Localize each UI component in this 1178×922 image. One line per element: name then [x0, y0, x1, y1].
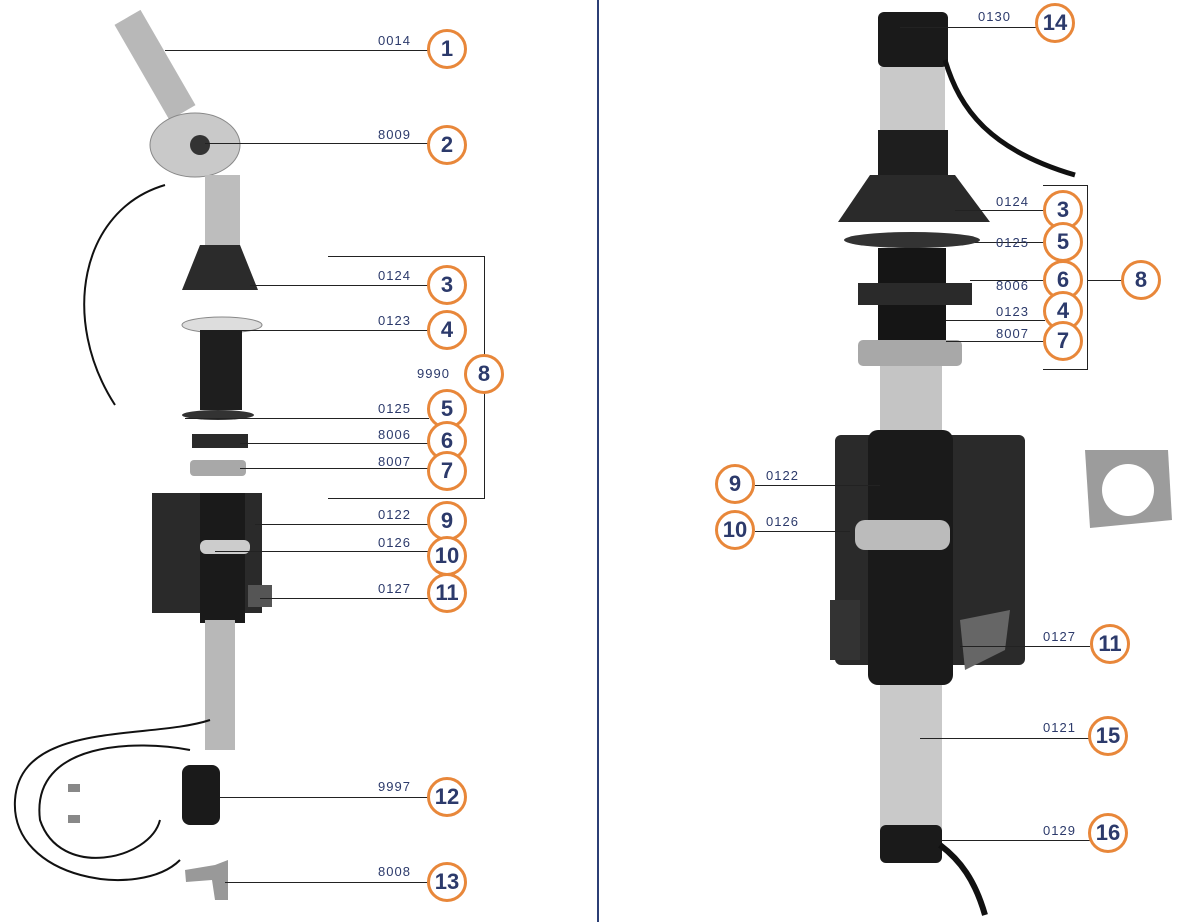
callout-15: 15 — [1088, 716, 1128, 756]
part-code: 0125 — [378, 401, 411, 416]
part-code: 0126 — [766, 514, 799, 529]
part-code: 0127 — [1043, 629, 1076, 644]
callout-11: 11 — [427, 573, 467, 613]
callout-1: 1 — [427, 29, 467, 69]
part-code: 0014 — [378, 33, 411, 48]
part-code: 0130 — [978, 9, 1011, 24]
callout-4: 4 — [427, 310, 467, 350]
callout-14: 14 — [1035, 3, 1075, 43]
left-assembly-illustration — [13, 9, 272, 900]
part-code: 8007 — [996, 326, 1029, 341]
part-0121 — [880, 685, 942, 830]
part-code: 0124 — [996, 194, 1029, 209]
callout-9: 9 — [427, 501, 467, 541]
part-9997 — [182, 765, 220, 825]
part-code: 9990 — [417, 366, 450, 381]
callout-10: 10 — [427, 536, 467, 576]
callout-11: 11 — [1090, 624, 1130, 664]
part-code: 0123 — [996, 304, 1029, 319]
part-code: 8009 — [378, 127, 411, 142]
part-0125-r — [844, 232, 980, 248]
callout-12: 12 — [427, 777, 467, 817]
part-code: 9997 — [378, 779, 411, 794]
callout-9: 9 — [715, 464, 755, 504]
callout-7: 7 — [1043, 321, 1083, 361]
part-code: 0122 — [766, 468, 799, 483]
part-0129 — [880, 825, 942, 863]
callout-8: 8 — [1121, 260, 1161, 300]
cable — [83, 184, 166, 406]
callout-13: 13 — [427, 862, 467, 902]
panel-divider — [597, 0, 599, 922]
callout-3: 3 — [1043, 190, 1083, 230]
part-0125 — [182, 410, 254, 420]
part-8007-r — [858, 340, 962, 366]
part-8008 — [185, 860, 228, 900]
part-0014-tube — [114, 9, 196, 121]
part-code: 8007 — [378, 454, 411, 469]
part-code: 0127 — [378, 581, 411, 596]
part-8006-r — [858, 283, 972, 305]
part-code: 0121 — [1043, 720, 1076, 735]
part-code: 0129 — [1043, 823, 1076, 838]
part-code: 0126 — [378, 535, 411, 550]
part-0126-r — [855, 520, 950, 550]
part-8006 — [192, 434, 248, 448]
right-assembly-illustration — [830, 12, 1172, 916]
part-code: 8006 — [378, 427, 411, 442]
callout-5: 5 — [1043, 222, 1083, 262]
part-code: 0123 — [378, 313, 411, 328]
part-code: 0125 — [996, 235, 1029, 250]
callout-10: 10 — [715, 510, 755, 550]
callout-16: 16 — [1088, 813, 1128, 853]
part-0127-r — [960, 610, 1010, 670]
part-code: 8006 — [996, 278, 1029, 293]
part-0124 — [182, 245, 258, 290]
callout-8: 8 — [464, 354, 504, 394]
part-0126 — [200, 540, 250, 554]
part-8007 — [190, 460, 246, 476]
part-code: 0124 — [378, 268, 411, 283]
part-0124-r — [838, 175, 990, 222]
callout-7: 7 — [427, 451, 467, 491]
part-0130 — [878, 12, 948, 67]
part-code: 0122 — [378, 507, 411, 522]
part-code: 8008 — [378, 864, 411, 879]
part-0127 — [248, 585, 272, 607]
callout-3: 3 — [427, 265, 467, 305]
callout-2: 2 — [427, 125, 467, 165]
